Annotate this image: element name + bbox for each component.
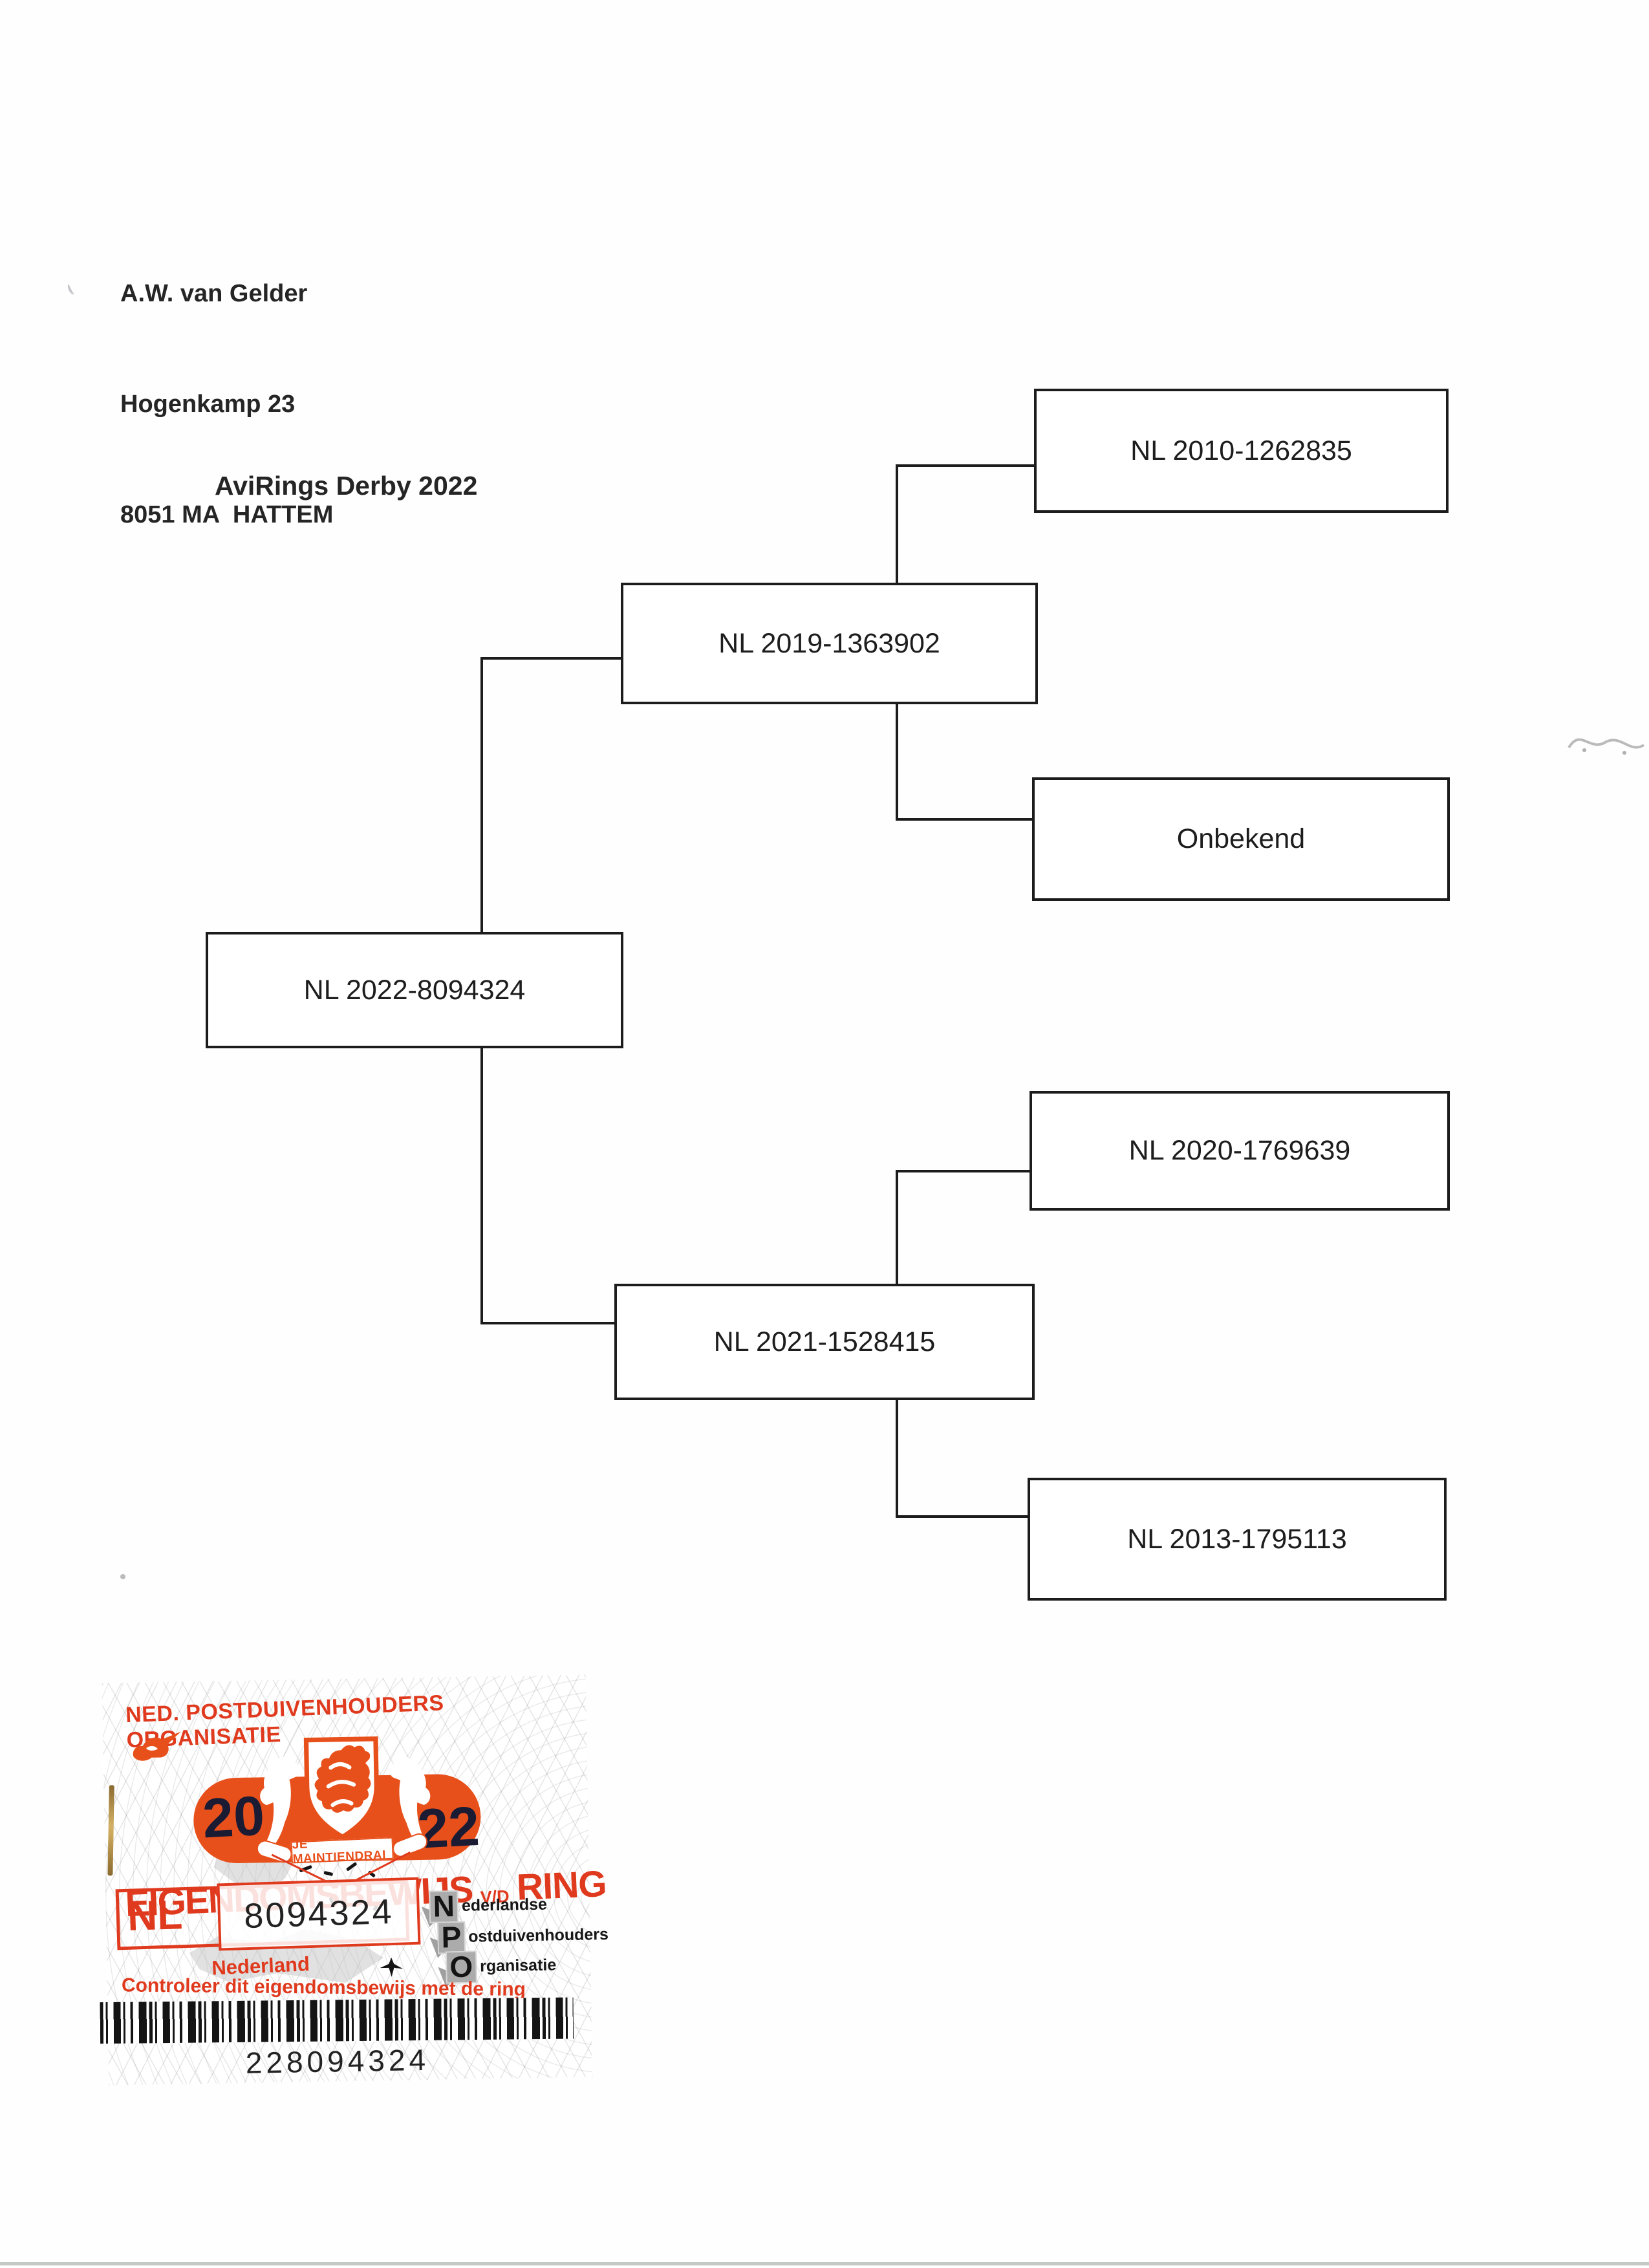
heraldic-dove-icon [389,1756,431,1848]
connector-line [480,1322,617,1324]
owner-name: A.W. van Gelder [120,280,308,307]
connector-line [896,464,1037,467]
ring-label: NL 2022-8094324 [303,974,526,1006]
bird-silhouette-icon [380,1957,404,1977]
ring-label: NL 2020-1769639 [1128,1135,1351,1166]
npo-word: ostduivenhouders [468,1925,609,1946]
ring-label: NL 2010-1262835 [1130,435,1352,466]
connector-line [480,657,623,660]
connector-line [480,1046,483,1324]
ring-label: NL 2019-1363902 [718,627,940,659]
npo-initial: N [429,1889,459,1923]
connector-line [896,702,898,821]
npo-word: ederlandse [461,1895,548,1915]
pedigree-box-dam-dam: NL 2013-1795113 [1028,1478,1447,1601]
pedigree-box-sire-sire: NL 2010-1262835 [1034,389,1449,513]
scan-artifact-dot [120,1574,125,1579]
pedigree-box-dam: NL 2021-1528415 [614,1284,1035,1400]
heraldic-dove-icon [260,1756,300,1848]
verification-line: Controleer dit eigendomsbewijs met de ri… [121,1974,526,2000]
barcode-number: 228094324 [245,2042,430,2080]
connector-line [896,1170,1032,1172]
lion-crest-icon [303,1736,379,1840]
ring-label: Onbekend [1176,823,1306,854]
ring-label: NL 2013-1795113 [1127,1523,1347,1555]
connector-line [896,1398,898,1518]
ring-id-box: NL 8094324 [115,1877,421,1951]
barcode [100,1997,574,2044]
npo-word: rganisatie [479,1956,557,1976]
connector-line [896,1515,1030,1518]
pencil-squiggle-mark [1568,738,1645,755]
connector-line [896,464,898,585]
scan-artifact-mark [66,282,78,296]
ring-number-box: 8094324 [217,1877,421,1951]
npo-row-nederlandse: N ederlandse [429,1889,547,1923]
pedigree-box-dam-sire: NL 2020-1769639 [1029,1091,1450,1211]
pedigree-box-sire-dam: Onbekend [1032,777,1450,901]
ring-number: 8094324 [243,1892,394,1936]
connector-line [896,1170,898,1286]
pedigree-box-subject: NL 2022-8094324 [206,932,623,1048]
owner-address: A.W. van Gelder Hogenkamp 23 8051 MA HAT… [120,202,333,607]
country-code: NL [126,1891,184,1939]
connector-line [480,657,483,934]
ring-label: NL 2021-1528415 [713,1326,936,1357]
owner-postal-city: 8051 MA HATTEM [120,501,334,528]
staple [107,1785,114,1876]
page-title: AviRings Derby 2022 [215,471,478,501]
scanner-edge-artifact [0,2262,1649,2265]
dove-icon [133,1731,181,1761]
connector-line [896,818,1035,821]
owner-street: Hogenkamp 23 [120,391,296,418]
ownership-certificate-sticker: NED. POSTDUIVENHOUDERS ORGANISATIE 20 22… [100,1674,609,2086]
pedigree-box-sire: NL 2019-1363902 [621,583,1038,704]
npo-row-postduivenhouders: P ostduivenhouders [437,1919,609,1954]
